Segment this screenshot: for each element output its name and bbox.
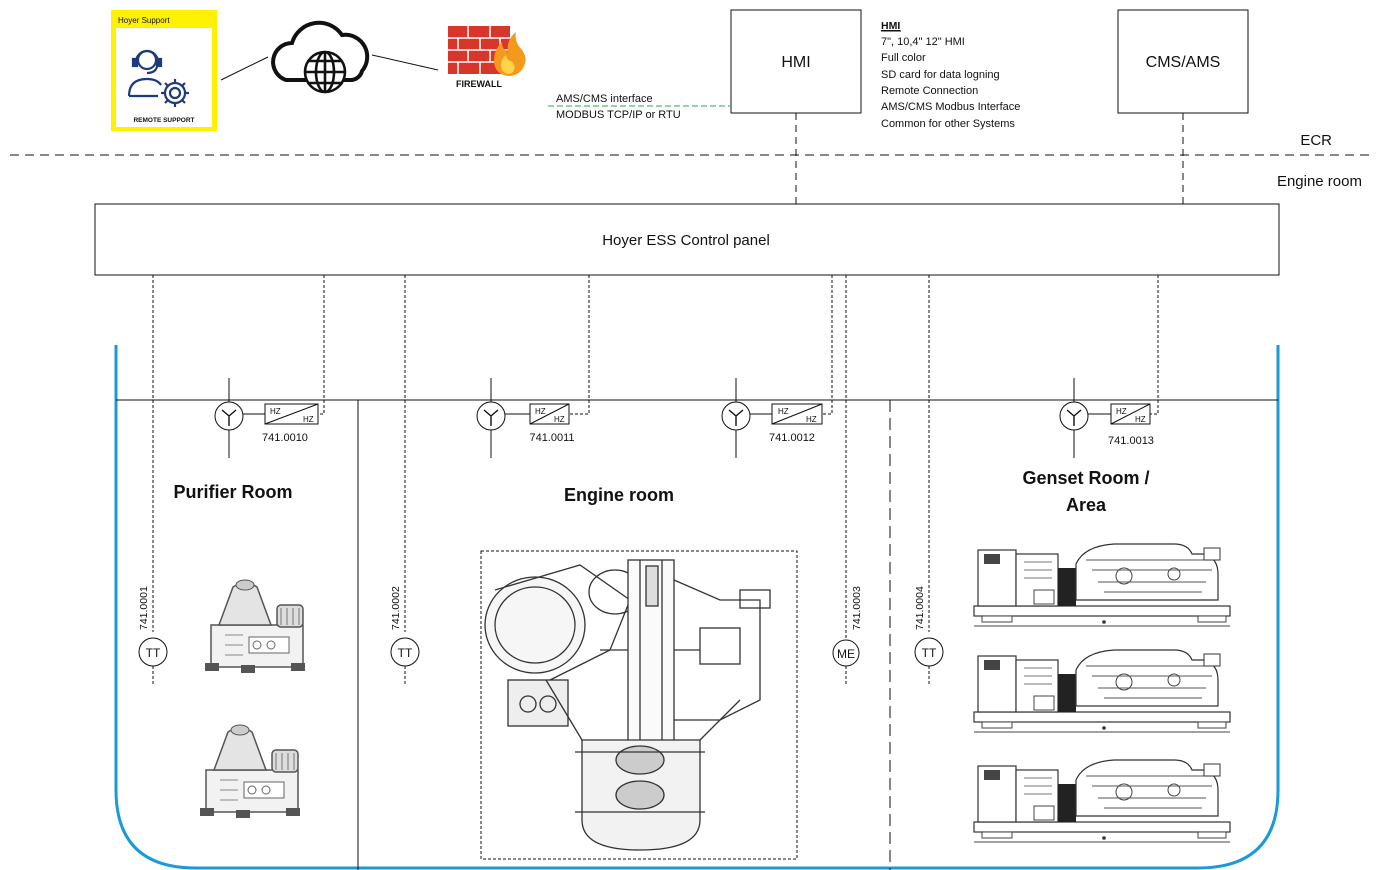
fan-tag: 741.0013 [1108, 435, 1154, 447]
vfd-top-label: HZ [778, 407, 789, 416]
sensor-741-0002: 741.0002 TT [390, 586, 420, 667]
signal-line-741-0012 [822, 275, 833, 415]
signal-lines [152, 275, 1159, 686]
vfd-icon: HZ HZ [1110, 403, 1151, 425]
sensor-symbol-circle [390, 637, 420, 667]
globe-icon [303, 50, 347, 94]
sensor-741-0001: 741.0001 TT [138, 586, 168, 667]
brick-wall-fire-icon [448, 26, 526, 76]
hmi-specs-heading: HMI [881, 20, 900, 32]
vfd-icon: HZ HZ [771, 403, 823, 425]
support-badge-caption: REMOTE SUPPORT [133, 117, 194, 124]
purifier-separator-icon [204, 579, 306, 674]
support-to-cloud-line [220, 56, 269, 81]
fan-unit-741-0013: HZ HZ 741.0013 [1059, 378, 1154, 458]
fan-tag: 741.0012 [769, 432, 815, 444]
sensor-tag: 741.0001 [138, 586, 150, 630]
zone-engine-room-label: Engine room [1277, 173, 1362, 190]
signal-line-741-0011 [569, 275, 590, 415]
sensor-tag: 741.0004 [914, 586, 926, 630]
control-panel-box [94, 203, 1280, 276]
vfd-icon: HZ HZ [529, 403, 570, 425]
ams-interface-line2: MODBUS TCP/IP or RTU [556, 109, 681, 121]
firewall-label: FIREWALL [456, 79, 502, 89]
sensor-741-0004: 741.0004 TT [914, 586, 944, 667]
ship-hull-outline [114, 345, 1280, 870]
main-engine-icon [484, 559, 771, 851]
support-badge-title: Hoyer Support [118, 16, 170, 25]
hmi-spec-line: Remote Connection [881, 85, 978, 97]
hmi-spec-line: Common for other Systems [881, 118, 1015, 130]
sensor-symbol-circle [138, 637, 168, 667]
hmi-spec-line: AMS/CMS Modbus Interface [881, 101, 1020, 113]
fan-unit-741-0010: HZ HZ 741.0010 [214, 378, 319, 458]
genset-icon [973, 543, 1231, 627]
signal-line-741-0013 [1150, 275, 1159, 415]
room-title-engine: Engine room [564, 485, 674, 505]
support-badge-panel [116, 28, 212, 127]
purifier-separator-icon [199, 724, 301, 819]
control-panel-label: Hoyer ESS Control panel [602, 232, 770, 249]
vfd-top-label: HZ [270, 407, 281, 416]
sensor-symbol-circle [914, 637, 944, 667]
genset-icon [973, 759, 1231, 843]
hmi-box-label: HMI [781, 54, 810, 71]
sensor-symbol: TT [922, 646, 937, 660]
hmi-spec-line: 7", 10,4" 12" HMI [881, 36, 965, 48]
fan-tag: 741.0011 [529, 432, 574, 444]
vfd-top-label: HZ [535, 407, 546, 416]
room-title-genset-line1: Genset Room / [1022, 468, 1149, 488]
vfd-bottom-label: HZ [1135, 415, 1146, 424]
cms-ams-box [1117, 9, 1249, 114]
fan-unit-741-0012: HZ HZ 741.0012 [721, 378, 823, 458]
genset-icon [973, 649, 1231, 733]
support-agent-gear-icon [127, 49, 189, 107]
hoyer-support-badge: Hoyer Support REMOTE SUPPORT [111, 10, 217, 131]
room-title-purifier: Purifier Room [173, 482, 292, 502]
fan-unit-741-0011: HZ HZ 741.0011 [476, 378, 575, 458]
fan-tag: 741.0010 [262, 432, 308, 444]
room-title-genset-line2: Area [1066, 495, 1107, 515]
hmi-spec-line: SD card for data logning [881, 69, 1000, 81]
sensor-741-0003: 741.0003 ME [832, 586, 863, 667]
vfd-icon: HZ HZ [264, 403, 319, 425]
vfd-bottom-label: HZ [806, 415, 817, 424]
vfd-bottom-label: HZ [554, 415, 565, 424]
sensor-symbol-circle [832, 639, 860, 667]
sensor-tag: 741.0002 [390, 586, 402, 630]
hmi-spec-line: Full color [881, 52, 926, 64]
cloud-to-firewall-line [371, 54, 439, 71]
sensor-symbol: TT [398, 646, 413, 660]
signal-line-741-0010 [318, 275, 325, 415]
sensor-tag: 741.0003 [851, 586, 863, 630]
ams-interface-line1: AMS/CMS interface [556, 93, 653, 105]
sensor-symbol: ME [837, 647, 855, 661]
cms-ams-box-label: CMS/AMS [1146, 54, 1221, 71]
hmi-box [730, 9, 862, 114]
vfd-top-label: HZ [1116, 407, 1127, 416]
vfd-bottom-label: HZ [303, 415, 314, 424]
zone-ecr-label: ECR [1300, 132, 1332, 149]
sensor-symbol: TT [146, 646, 161, 660]
